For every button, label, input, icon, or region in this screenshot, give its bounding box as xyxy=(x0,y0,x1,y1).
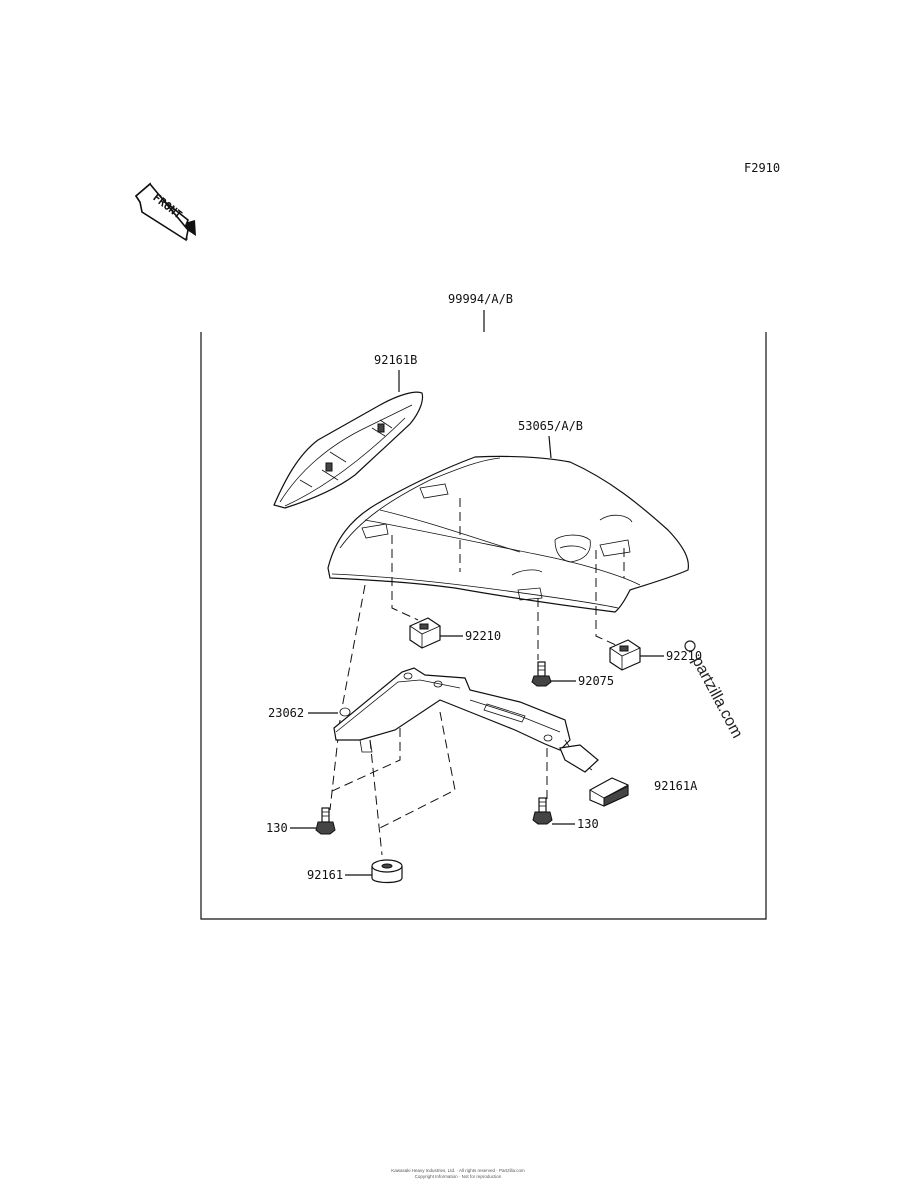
label-bracket: 23062 xyxy=(268,706,304,720)
label-pad: 92161A xyxy=(654,779,698,793)
label-cover-trim: 92161B xyxy=(374,353,417,367)
label-clip-left: 92210 xyxy=(465,629,501,643)
cover-trim-part xyxy=(273,391,424,509)
footer-line-2: Copyright Information · Not for reproduc… xyxy=(415,1174,502,1179)
kit-frame xyxy=(200,332,767,920)
label-seat-cover: 53065/A/B xyxy=(518,419,583,433)
front-arrow-icon: FRONT xyxy=(134,182,196,242)
bolt-left-part xyxy=(315,807,336,835)
leader-seat-cover xyxy=(548,435,552,459)
watermark-text: partzilla.com xyxy=(688,654,745,741)
damper-part xyxy=(371,859,403,884)
seat-cover-part xyxy=(327,455,690,613)
label-bolt-left: 130 xyxy=(266,821,288,835)
clip-left-part xyxy=(409,617,441,649)
assembly-lines xyxy=(329,498,625,856)
pad-part xyxy=(589,777,629,807)
footer-line-1: Kawasaki Heavy Industries, Ltd. · All ri… xyxy=(391,1168,525,1173)
copyright-icon xyxy=(684,640,696,652)
label-bolt-right: 130 xyxy=(577,817,599,831)
bolt-center-part xyxy=(531,661,552,687)
diagram-code: F2910 xyxy=(744,161,780,175)
bracket-part xyxy=(333,667,599,773)
bolt-right-part xyxy=(532,797,553,825)
label-damper: 92161 xyxy=(307,868,343,882)
label-kit: 99994/A/B xyxy=(448,292,513,306)
label-clip-right: 92210 xyxy=(666,649,702,663)
label-bolt-center: 92075 xyxy=(578,674,614,688)
clip-right-part xyxy=(609,639,641,671)
